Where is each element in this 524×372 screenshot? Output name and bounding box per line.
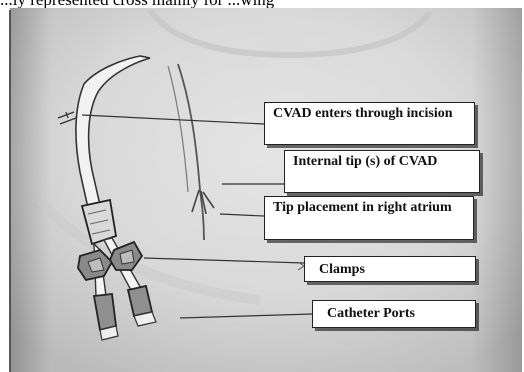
- label-tip-placement: Tip placement in right atrium: [264, 196, 474, 240]
- label-cvad-enters: CVAD enters through incision: [264, 102, 475, 145]
- label-internal-tip: Internal tip (s) of CVAD: [284, 150, 480, 193]
- label-clamps: Clamps: [304, 256, 476, 282]
- label-catheter-ports: Catheter Ports: [312, 300, 476, 328]
